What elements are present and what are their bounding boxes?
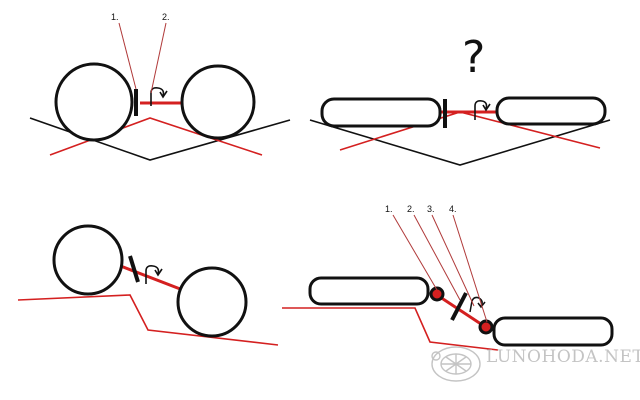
upper-flat-wheel [308,276,430,306]
lower-wheel [176,266,248,338]
tortoise-logo-icon [431,346,481,382]
leader-line-3 [431,214,475,307]
ground-line [309,119,611,166]
leader-line-2 [413,214,461,301]
upper-wheel [52,224,124,296]
joint-bar [128,255,140,283]
leader-line-2 [150,22,167,94]
rotation-arrowhead [154,268,163,277]
right-flat-wheel [495,96,607,126]
rotation-arrowhead [477,301,486,309]
axle [117,263,189,294]
panel-4-flat-wheels-step: 1. 2. 3. 4. [282,204,614,351]
watermark-text: LUNOHODA.NET [486,347,640,367]
leader-line-1 [392,214,438,291]
question-mark: ? [462,32,485,83]
left-wheel [54,62,134,142]
rotation-arrowhead [159,90,168,99]
rotation-arrow-icon [145,265,160,284]
red-ground-step [17,294,279,346]
rotation-arrow-icon [474,100,488,120]
joint-bar [450,292,468,321]
upper-hinge [429,286,445,302]
lower-hinge [478,319,494,335]
label-3: 3. [427,204,435,214]
label-2: 2. [162,12,170,22]
rotation-arrowhead [482,103,491,112]
panel-1-round-wheels-valley: 1. 2. [29,12,291,161]
red-ground-step [282,307,499,351]
left-flat-wheel [320,97,442,128]
label-1: 1. [111,12,119,22]
red-ground-profile [49,117,263,156]
lower-flat-wheel [492,316,614,347]
watermark: LUNOHODA.NET [431,346,640,382]
right-wheel [180,64,256,140]
label-1: 1. [385,204,393,214]
axle [436,293,488,330]
leader-line-4 [452,214,488,323]
leader-line-1 [118,22,137,90]
label-4: 4. [449,204,457,214]
label-2: 2. [407,204,415,214]
panel-2-flat-wheels-valley: ? [309,32,611,166]
panel-3-round-wheels-step [17,224,279,346]
